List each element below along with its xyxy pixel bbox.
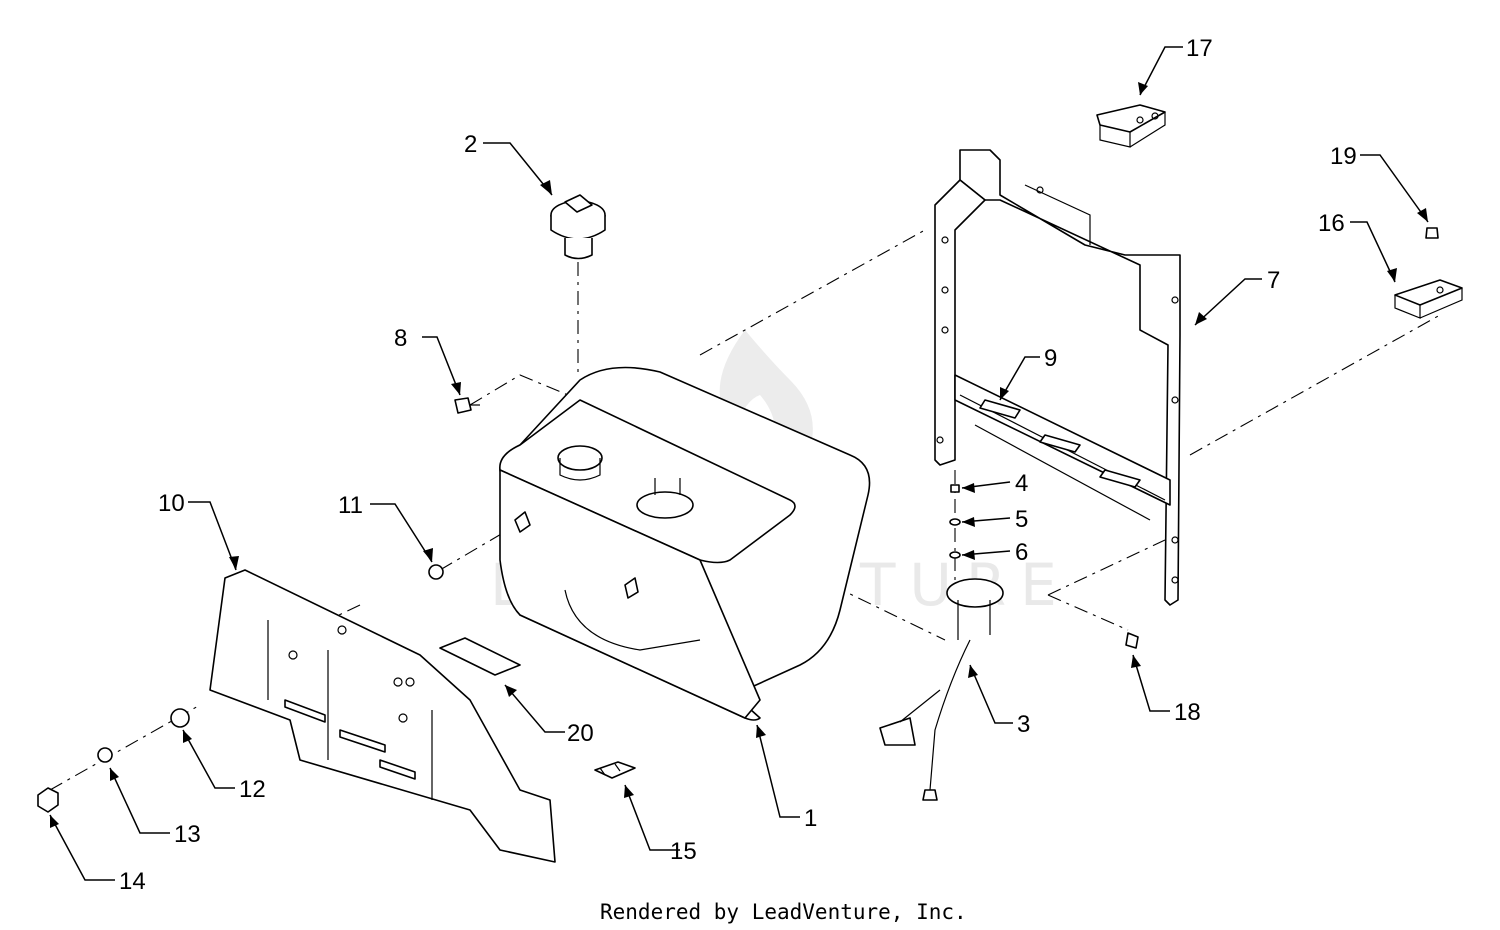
bolt-19 [1425, 227, 1439, 239]
callout-17: 17 [1186, 35, 1213, 62]
callout-10: 10 [158, 490, 185, 517]
callout-6: 6 [1015, 539, 1028, 566]
hardware-parts [37, 397, 1139, 813]
callout-12: 12 [239, 776, 266, 803]
callout-4: 4 [1015, 470, 1028, 497]
callout-2: 2 [464, 131, 477, 158]
washer-13 [97, 747, 113, 763]
arrowheads [50, 82, 1428, 828]
callout-labels: 2 8 10 11 17 19 16 7 9 4 5 6 3 18 1 20 1… [119, 35, 1357, 895]
nut-4 [950, 484, 960, 493]
nut-11 [428, 564, 444, 580]
callout-8: 8 [394, 325, 407, 352]
callout-5: 5 [1015, 506, 1028, 533]
callout-18: 18 [1174, 699, 1201, 726]
callout-7: 7 [1267, 267, 1280, 294]
callout-20: 20 [567, 720, 594, 747]
callout-1: 1 [804, 805, 817, 832]
bolt-8 [454, 397, 472, 414]
washer-5 [949, 518, 961, 526]
panel-part [209, 569, 556, 863]
callout-19: 19 [1330, 143, 1357, 170]
callout-13: 13 [174, 821, 201, 848]
frame-part [934, 149, 1181, 606]
clip-part [594, 761, 636, 779]
leader-lines [49, 46, 1429, 881]
washer-12 [170, 708, 190, 728]
fuel-sender-part [879, 578, 1004, 801]
washer-6 [949, 551, 961, 559]
footer-credit: Rendered by LeadVenture, Inc. [600, 900, 967, 924]
fuel-tank-part [499, 366, 871, 721]
block-17 [1096, 104, 1166, 133]
decal-part [439, 637, 521, 676]
nut-14 [37, 787, 59, 813]
block-parts [1096, 104, 1463, 319]
block-16 [1394, 279, 1463, 306]
callout-3: 3 [1017, 711, 1030, 738]
bolt-18 [1125, 632, 1139, 649]
callout-16: 16 [1318, 210, 1345, 237]
callout-9: 9 [1044, 345, 1057, 372]
callout-14: 14 [119, 868, 146, 895]
callout-11: 11 [338, 492, 363, 519]
fuel-cap-part [550, 194, 606, 260]
callout-15: 15 [670, 838, 697, 865]
